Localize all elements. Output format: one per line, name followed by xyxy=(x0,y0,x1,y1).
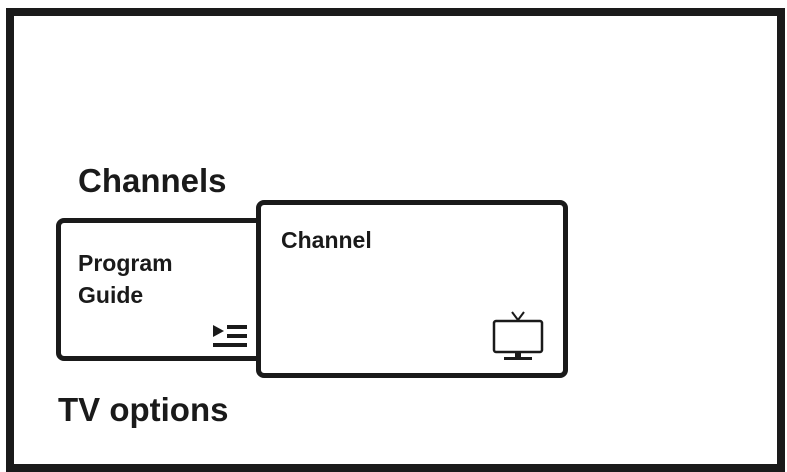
channel-label: Channel xyxy=(281,227,372,253)
tv-options-heading: TV options xyxy=(58,391,229,428)
program-guide-label-line1: Program xyxy=(78,250,173,276)
playlist-icon xyxy=(213,325,247,347)
channel-card[interactable]: Channel xyxy=(256,200,568,378)
tv-icon xyxy=(492,311,544,360)
program-guide-label-line2: Guide xyxy=(78,282,144,308)
channels-heading: Channels xyxy=(78,162,227,199)
program-guide-card[interactable]: Program Guide xyxy=(56,218,264,361)
program-guide-label: Program Guide xyxy=(78,247,228,311)
